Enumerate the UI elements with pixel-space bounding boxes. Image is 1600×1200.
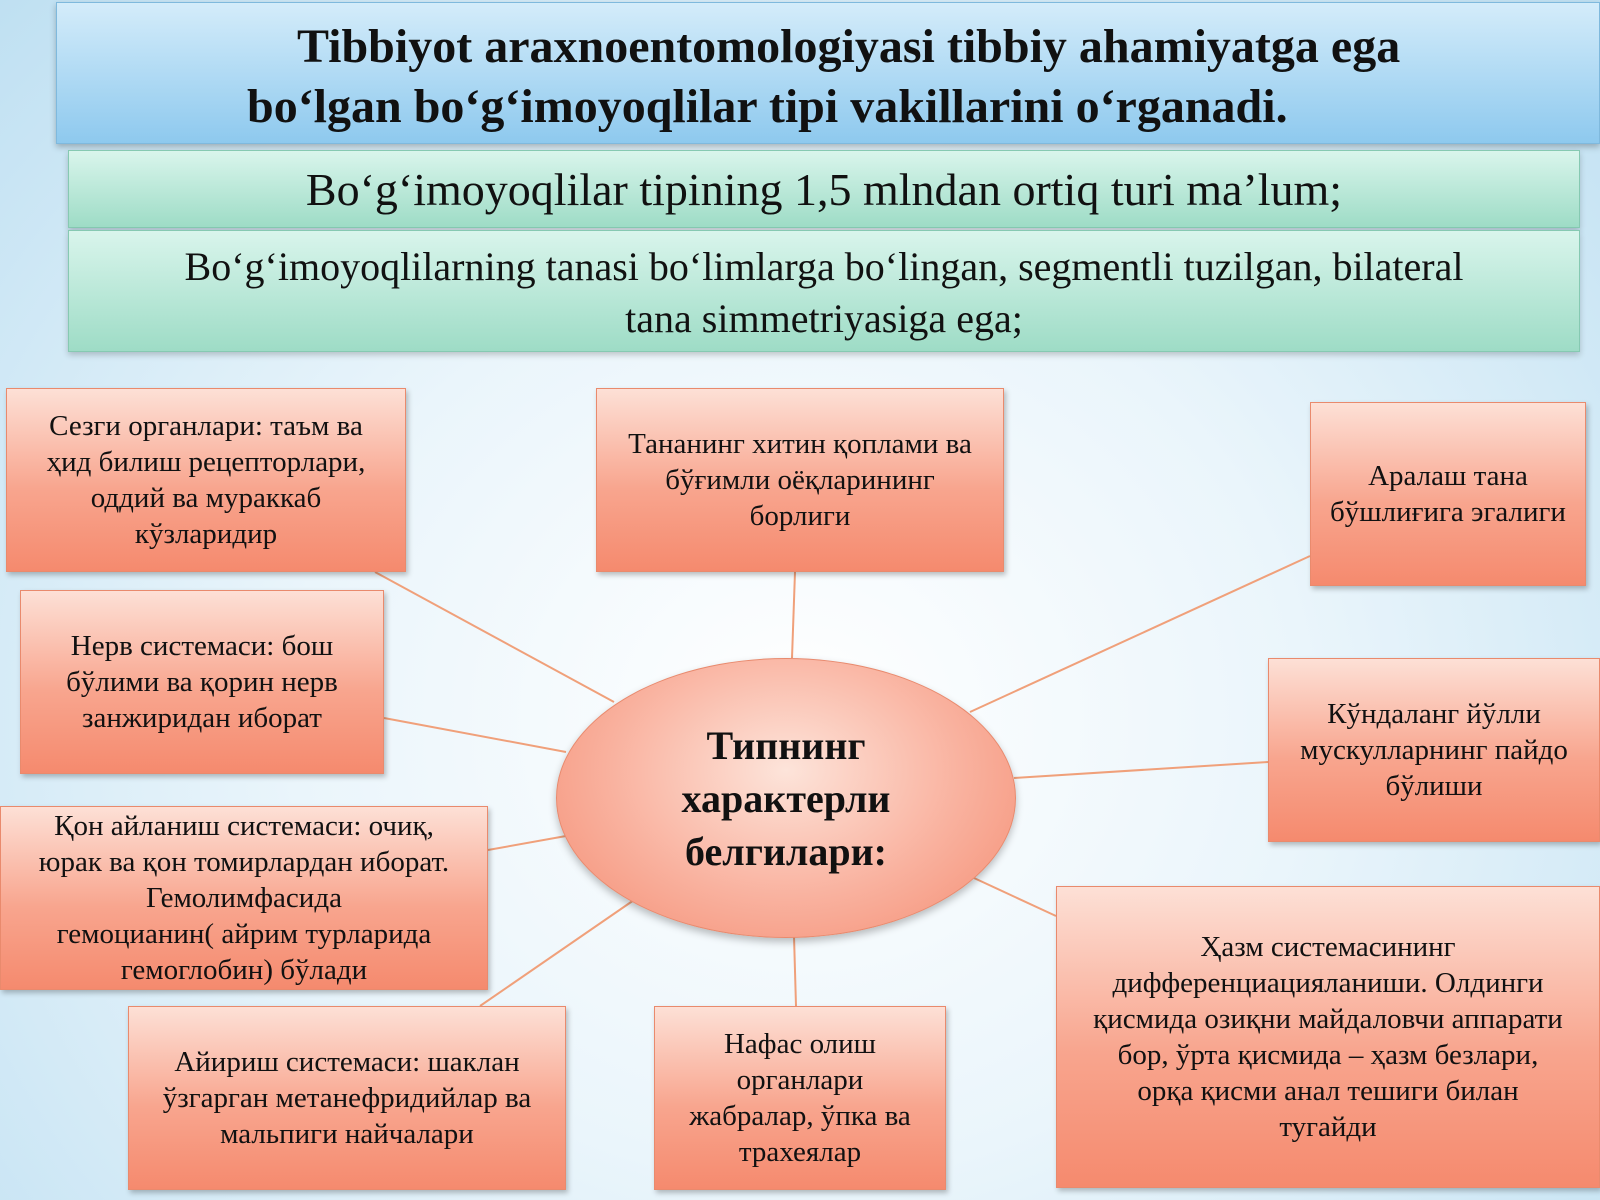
node-excretion-line: ўзгарган метанефридийлар ва bbox=[162, 1082, 532, 1114]
node-digestion-line: қисмида озиқни майдаловчи аппарати bbox=[1093, 1003, 1563, 1035]
connector-nervous bbox=[383, 717, 567, 753]
title-line-2: bo‘lgan bo‘g‘imoyoqlilar tipi vakillarin… bbox=[247, 80, 1288, 133]
node-circulation-line: Гемолимфасида bbox=[146, 882, 342, 914]
node-respiration-line: трахеялар bbox=[738, 1136, 862, 1168]
node-nervous-line: занжиридан иборат bbox=[82, 702, 322, 734]
node-nervous-line: Нерв системаси: бош bbox=[70, 630, 334, 662]
node-circulation-line: юрак ва қон томирлардан иборат. bbox=[38, 846, 450, 878]
node-respiration-line: жабралар, ўпка ва bbox=[689, 1100, 911, 1132]
node-circulation-line: гемоцианин( айрим турларида bbox=[56, 918, 432, 950]
node-muscles-line: бўлиши bbox=[1385, 770, 1483, 802]
body-fact: Bo‘g‘imoyoqlilarning tanasi bo‘limlarga … bbox=[68, 230, 1580, 352]
node-cavity: Аралаш тана бўшлиғига эгалиги bbox=[1310, 402, 1586, 586]
node-cavity-line: бўшлиғига эгалиги bbox=[1330, 496, 1566, 528]
node-excretion: Айириш системаси: шаклан ўзгарган метане… bbox=[128, 1006, 566, 1190]
node-chitin-line: Тананинг хитин қоплами ва bbox=[628, 428, 972, 460]
node-senses-line: кўзларидир bbox=[134, 518, 278, 550]
node-chitin: Тананинг хитин қоплами ва бўғимли оёқлар… bbox=[596, 388, 1004, 572]
center-characteristics: Типнинг характерли белгилари: bbox=[556, 658, 1016, 938]
node-nervous: Нерв системаси: бош бўлими ва қорин нерв… bbox=[20, 590, 384, 774]
node-muscles-line: Кўндаланг йўлли bbox=[1327, 698, 1541, 730]
title-line-1: Tibbiyot araxnoentomologiyasi tibbiy aha… bbox=[297, 20, 1401, 73]
node-senses: Сезги органлари: таъм ва ҳид билиш рецеп… bbox=[6, 388, 406, 572]
connector-chitin bbox=[791, 571, 796, 659]
node-respiration: Нафас олиш органлари жабралар, ўпка ва т… bbox=[654, 1006, 946, 1190]
node-chitin-line: бўғимли оёқларининг bbox=[665, 464, 935, 496]
node-respiration-line: Нафас олиш bbox=[723, 1028, 877, 1060]
node-circulation-line: гемоглобин) бўлади bbox=[120, 954, 368, 986]
node-circulation-line: Қон айланиш системаси: очиқ, bbox=[54, 810, 434, 842]
node-senses-line: оддий ва мураккаб bbox=[90, 482, 322, 514]
center-line-3: белгилари: bbox=[685, 828, 887, 874]
node-excretion-line: Айириш системаси: шаклан bbox=[174, 1046, 520, 1078]
connector-senses bbox=[374, 571, 615, 703]
node-circulation: Қон айланиш системаси: очиқ, юрак ва қон… bbox=[0, 806, 488, 990]
node-senses-line: ҳид билиш рецепторлари, bbox=[46, 446, 366, 478]
body-fact-line-2: tana simmetriyasiga ega; bbox=[625, 296, 1023, 341]
node-digestion-line: орқа қисми анал тешиги билан bbox=[1137, 1075, 1519, 1107]
node-digestion-line: Ҳазм системасининг bbox=[1200, 931, 1456, 963]
connector-digestion bbox=[973, 877, 1057, 917]
node-respiration-line: органлари bbox=[736, 1064, 864, 1096]
center-line-1: Типнинг bbox=[706, 722, 866, 768]
node-digestion-line: тугайди bbox=[1279, 1111, 1377, 1143]
node-digestion-line: дифференциацияланиши. Олдинги bbox=[1112, 967, 1544, 999]
center-line-2: характерли bbox=[681, 775, 891, 821]
species-fact-text: Bo‘g‘imoyoqlilar tipining 1,5 mlndan ort… bbox=[305, 164, 1343, 215]
connector-cavity bbox=[969, 555, 1311, 713]
node-cavity-line: Аралаш тана bbox=[1368, 460, 1528, 492]
node-nervous-line: бўлими ва қорин нерв bbox=[66, 666, 338, 698]
node-digestion: Ҳазм системасининг дифференциацияланиши.… bbox=[1056, 886, 1600, 1188]
species-fact: Bo‘g‘imoyoqlilar tipining 1,5 mlndan ort… bbox=[68, 150, 1580, 228]
connector-circulation bbox=[487, 835, 567, 851]
connector-excretion bbox=[479, 899, 635, 1007]
node-muscles-line: мускулларнинг пайдо bbox=[1300, 734, 1568, 766]
body-fact-line-1: Bo‘g‘imoyoqlilarning tanasi bo‘limlarga … bbox=[184, 244, 1464, 289]
connector-respiration bbox=[793, 935, 797, 1007]
node-senses-line: Сезги органлари: таъм ва bbox=[49, 410, 363, 442]
node-chitin-line: борлиги bbox=[749, 500, 851, 532]
node-digestion-line: бор, ўрта қисмида – ҳазм безлари, bbox=[1117, 1039, 1539, 1071]
node-muscles: Кўндаланг йўлли мускулларнинг пайдо бўли… bbox=[1268, 658, 1600, 842]
connector-muscles bbox=[1013, 761, 1269, 779]
title-banner: Tibbiyot araxnoentomologiyasi tibbiy aha… bbox=[56, 2, 1600, 144]
node-excretion-line: мальпиги найчалари bbox=[220, 1118, 474, 1150]
